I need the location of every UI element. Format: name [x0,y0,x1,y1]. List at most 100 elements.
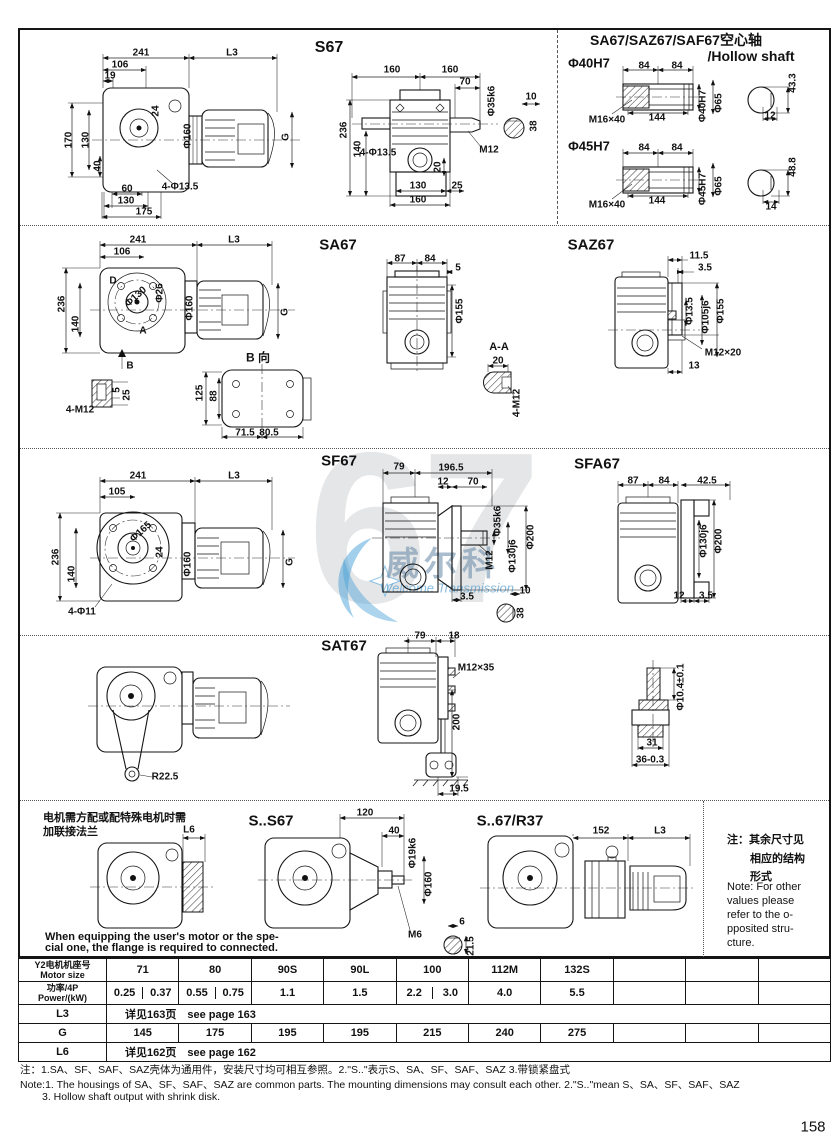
dim-label: Φ35k6 [486,85,498,117]
dim-label: 120 [356,807,374,819]
ss67-drawing [258,814,469,955]
sa67-side-drawing [62,241,295,408]
power-cell [685,981,759,1005]
dim-label: Φ160 [182,123,194,149]
footnote-en-line1: Note:1. The housings of SA、SF、SAF、SAZ ar… [20,1079,740,1091]
dim-label: 241 [132,47,150,59]
flange-note-en-line2: cial one, the flange is required to conn… [45,942,278,954]
sa67-bview-drawing [202,364,312,440]
motor-size-cell: 71 [105,958,180,982]
hollow-shaft-45-drawing [611,149,791,205]
table-row-l3: L3 详见163页 see page 163 [18,1004,831,1024]
dim-label: G [284,558,296,566]
dim-label: 38 [515,607,527,619]
dim-label: Φ130j6 [698,524,710,558]
sfa67-drawing [617,481,731,604]
dim-label: R22.5 [151,771,179,783]
title-ss67: S..S67 [248,812,294,830]
dim-label: Φ130j6 [507,539,519,573]
dim-label: Φ26 [154,283,166,303]
side-note-cn-line1: 注：其余尺寸见 [727,834,804,846]
dim-label: 20 [492,355,504,367]
dim-label: Φ65 [713,93,725,113]
s67-side-drawing [68,54,300,220]
dim-label: 241 [129,234,147,246]
dim-label: 31 [646,737,658,749]
dim-label: 130 [409,180,427,192]
dim-label: 19 [104,70,116,82]
flange-note-cn-line1: 电机需方配或配特殊电机时需 [43,812,186,824]
title-phi40: Φ40H7 [568,55,610,71]
dim-label: 87 [627,475,639,487]
dim-label: 79 [414,630,426,642]
dim-label: 48.8 [787,157,799,177]
dim-label: L3 [226,47,238,59]
dim-label: Φ160 [423,871,435,897]
dim-label: 160 [409,194,427,206]
dim-label: A [139,325,147,337]
dim-label: 70 [459,76,471,88]
dim-label: M12 [479,144,499,156]
g-header: G [18,1023,107,1043]
dim-label: 130 [80,131,92,149]
side-note-en-line3: refer to the o- [727,909,794,921]
row-separator-3 [20,635,829,636]
dim-label: 4-Φ13.5 [359,147,397,159]
dim-label: 24 [150,105,162,117]
dim-label: 3.5 [698,262,712,274]
dim-label: 144 [648,195,666,207]
dim-label: Φ10.4±0.1 [675,663,687,711]
dim-label: 20 [432,161,444,173]
dim-label: M6 [408,929,422,941]
dim-label: Φ45H7 [697,172,709,206]
col-separator-note [703,801,704,957]
dim-label: 10 [519,585,531,597]
motor-size-cell: 80 [178,958,252,982]
dim-label: 36-0.3 [635,754,665,766]
dim-label: 236 [56,295,68,313]
g-cell [757,1023,832,1043]
dim-label: Φ35k6 [492,505,504,537]
side-note-en-line1: Note: For other [727,881,801,893]
dim-label: M12×35 [457,662,495,674]
dim-label: 40 [388,825,400,837]
side-note-en-line2: values please [727,895,795,907]
title-hollow-cn: SA67/SAZ67/SAF67空心轴 [590,32,762,48]
dim-label: 175 [135,206,153,218]
hollow-shaft-40-drawing [611,66,791,122]
g-cell: 215 [395,1023,469,1043]
dim-label: 60 [121,183,133,195]
dim-label: 84 [671,60,683,72]
dim-label: G [279,308,291,316]
power-cell: 4.0 [467,981,542,1005]
dim-label: 84 [658,475,670,487]
title-sat67: SAT67 [321,637,367,655]
dim-label: 10 [525,91,537,103]
g-cell: 275 [540,1023,614,1043]
dim-label: L3 [228,470,240,482]
dim-label: 160 [383,64,401,76]
dim-label: 241 [129,470,147,482]
footnote-en-line2: 3. Hollow shaft output with shrink disk. [42,1091,220,1103]
dim-label: 130 [117,195,135,207]
g-cell: 195 [323,1023,397,1043]
dim-label: 88 [208,390,220,402]
power-cell: 1.5 [323,981,397,1005]
motor-size-cell: 90S [250,958,325,982]
dim-label: 236 [338,121,350,139]
title-sf67: SF67 [321,452,357,470]
dim-label: 13 [688,360,700,372]
dim-label: 11.5 [689,250,709,262]
dim-label: Φ105j6 [700,300,712,334]
dim-label: 105 [108,486,126,498]
watermark-brand-cn: 威尔科 [386,545,500,582]
table-row-l6: L6 详见162页 see page 162 [18,1042,831,1062]
dim-label: 4-Φ13.5 [161,181,199,193]
title-phi45: Φ45H7 [568,138,610,154]
g-cell: 145 [105,1023,180,1043]
footnote-cn: 注：1.SA、SF、SAF、SAZ壳体为通用件，安装尺寸均可相互参照。2."S.… [20,1064,571,1076]
